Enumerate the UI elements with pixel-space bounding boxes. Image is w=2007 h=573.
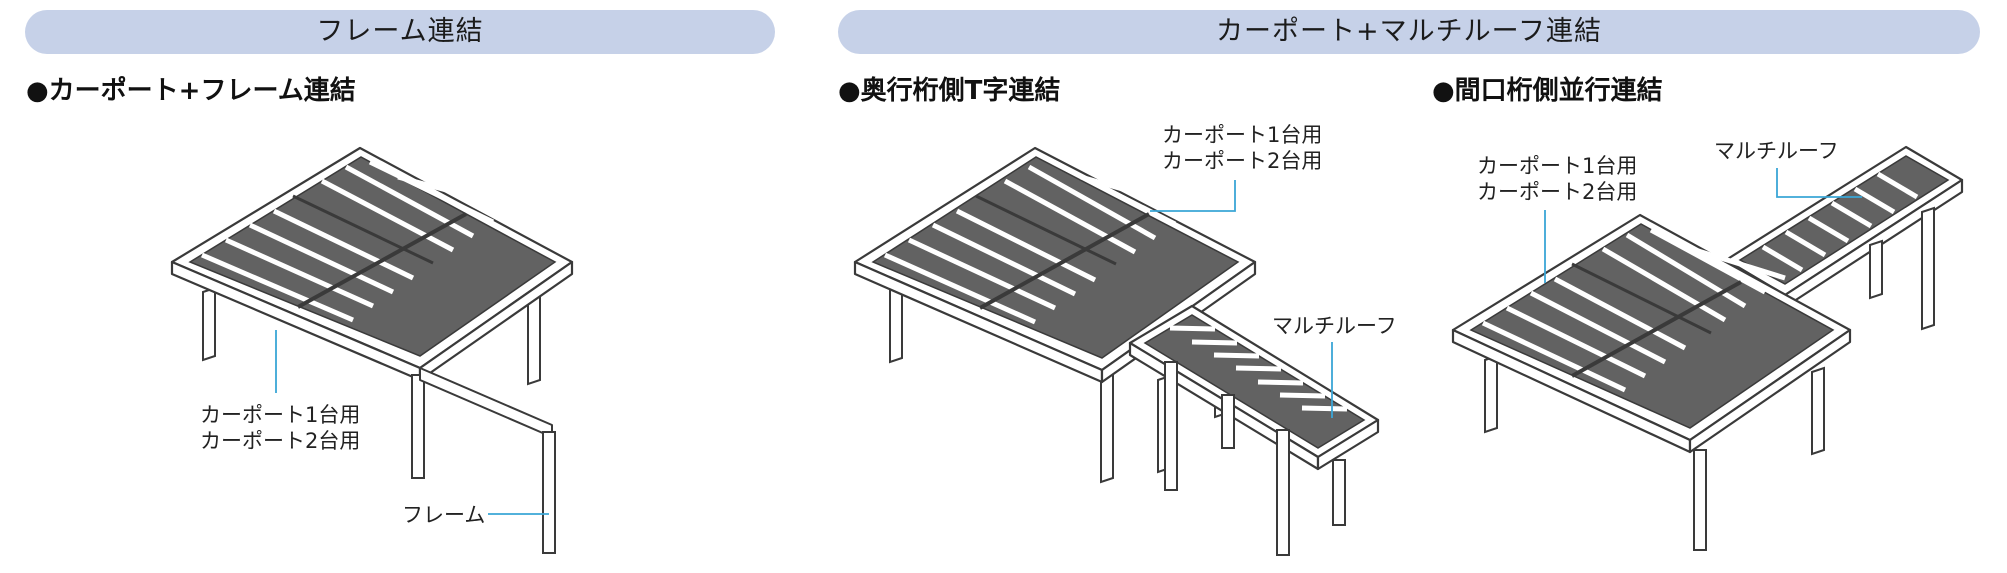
post	[527, 292, 541, 386]
multiroof-fascia	[1316, 418, 1380, 471]
label-carport-2: カーポート2台用	[200, 429, 361, 453]
label-carport-1: カーポート1台用	[1162, 123, 1323, 147]
frame-post	[542, 431, 556, 554]
post	[202, 286, 216, 362]
post	[1693, 449, 1707, 551]
label-multiroof: マルチルーフ	[1714, 139, 1839, 163]
multiroof-post	[1869, 239, 1883, 300]
multiroof-post	[1164, 361, 1178, 491]
carport-roof-panel	[1469, 223, 1835, 429]
carport-frame-diagram	[170, 146, 574, 554]
leader-line	[1776, 168, 1862, 198]
multiroof-ribs	[1761, 171, 1919, 273]
roof-center-beam	[1571, 280, 1742, 378]
subtitle-carport-frame-join: ●カーポート+フレーム連結	[26, 76, 356, 106]
post	[1811, 366, 1825, 456]
t-join-diagram	[853, 146, 1380, 556]
parallel-join-diagram	[1451, 145, 1964, 551]
roof-panel-ribs	[883, 159, 1196, 325]
section-header-frame-join: フレーム連結	[25, 10, 775, 54]
roof-center-beam	[979, 212, 1150, 310]
label-carport-2: カーポート2台用	[1162, 149, 1323, 173]
multiroof-panel	[1738, 155, 1950, 285]
subtitle-t-join: ●奥行桁側T字連結	[838, 76, 1061, 106]
section-header-multiroof-join: カーポート+マルチルーフ連結	[838, 10, 1980, 54]
leader-line	[1150, 180, 1236, 212]
post	[411, 374, 425, 479]
multiroof-post	[1276, 429, 1290, 556]
multiroof-post	[1332, 459, 1346, 526]
label-carport-1: カーポート1台用	[200, 403, 361, 427]
post	[1484, 354, 1498, 434]
roof-center-beam	[975, 194, 1117, 266]
label-carport-1: カーポート1台用	[1477, 154, 1638, 178]
roof-center-beam	[1571, 262, 1712, 335]
label-multiroof: マルチルーフ	[1272, 314, 1397, 338]
multiroof-ribs	[1169, 325, 1348, 412]
multiroof-panel	[1143, 314, 1366, 449]
roof-center-beam	[292, 194, 434, 265]
carport-roof-fascia	[1688, 328, 1852, 454]
multiroof-post	[1921, 206, 1935, 331]
roof-panel-ribs	[201, 159, 514, 323]
roof-center-beam	[297, 212, 467, 309]
label-frame: フレーム	[402, 503, 486, 527]
multiroof-post	[1221, 394, 1235, 449]
roof-panel-ribs	[1481, 227, 1786, 393]
label-carport-2: カーポート2台用	[1477, 180, 1638, 204]
subtitle-parallel-join: ●間口桁側並行連結	[1432, 76, 1663, 106]
